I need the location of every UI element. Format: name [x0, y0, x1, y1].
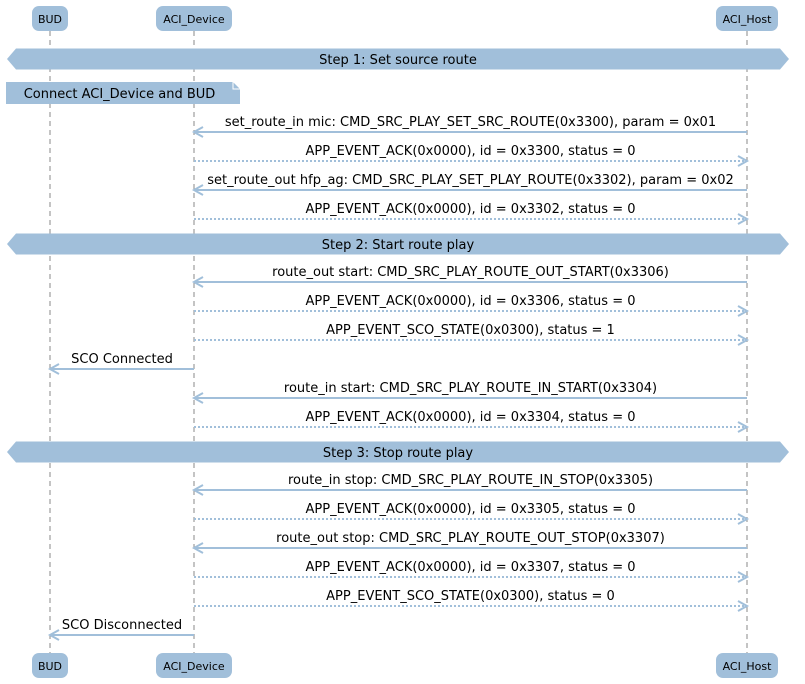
- step-divider-label: Step 1: Set source route: [319, 53, 477, 68]
- message-arrow: set_route_out hfp_ag: CMD_SRC_PLAY_SET_P…: [191, 173, 747, 196]
- message-label: route_out start: CMD_SRC_PLAY_ROUTE_OUT_…: [272, 265, 669, 280]
- participant-label: BUD: [38, 660, 62, 673]
- message-arrow: APP_EVENT_ACK(0x0000), id = 0x3300, stat…: [194, 144, 750, 167]
- participant-label: ACI_Device: [163, 660, 225, 673]
- note: Connect ACI_Device and BUD: [6, 82, 240, 104]
- message-label: set_route_in mic: CMD_SRC_PLAY_SET_SRC_R…: [225, 115, 716, 130]
- message-label: APP_EVENT_ACK(0x0000), id = 0x3307, stat…: [306, 560, 636, 575]
- participant-top-aci_device: ACI_Device: [156, 6, 232, 31]
- message-label: set_route_out hfp_ag: CMD_SRC_PLAY_SET_P…: [207, 173, 734, 188]
- message-label: route_in stop: CMD_SRC_PLAY_ROUTE_IN_STO…: [288, 473, 653, 488]
- participant-label: ACI_Host: [723, 13, 772, 26]
- step-divider: Step 2: Start route play: [7, 233, 789, 255]
- message-arrow: APP_EVENT_ACK(0x0000), id = 0x3306, stat…: [194, 294, 750, 317]
- message-arrow: APP_EVENT_ACK(0x0000), id = 0x3302, stat…: [194, 202, 750, 225]
- message-label: APP_EVENT_ACK(0x0000), id = 0x3306, stat…: [306, 294, 636, 309]
- participant-top-bud: BUD: [32, 6, 68, 31]
- participant-top-aci_host: ACI_Host: [716, 6, 778, 31]
- message-label: APP_EVENT_SCO_STATE(0x0300), status = 1: [326, 323, 615, 338]
- participant-bottom-aci_device: ACI_Device: [156, 653, 232, 678]
- message-label: APP_EVENT_ACK(0x0000), id = 0x3300, stat…: [306, 144, 636, 159]
- step-divider-label: Step 3: Stop route play: [323, 446, 474, 461]
- message-arrow: route_in stop: CMD_SRC_PLAY_ROUTE_IN_STO…: [191, 473, 747, 496]
- message-label: route_out stop: CMD_SRC_PLAY_ROUTE_OUT_S…: [276, 531, 665, 546]
- participant-label: ACI_Host: [723, 660, 772, 673]
- message-arrow: APP_EVENT_ACK(0x0000), id = 0x3304, stat…: [194, 410, 750, 433]
- participant-bottom-aci_host: ACI_Host: [716, 653, 778, 678]
- message-label: SCO Disconnected: [62, 618, 182, 633]
- step-divider-label: Step 2: Start route play: [322, 238, 475, 253]
- step-divider: Step 3: Stop route play: [7, 441, 789, 463]
- message-label: SCO Connected: [71, 352, 173, 367]
- participant-bottom-bud: BUD: [32, 653, 68, 678]
- message-label: APP_EVENT_SCO_STATE(0x0300), status = 0: [326, 589, 615, 604]
- participant-label: ACI_Device: [163, 13, 225, 26]
- note-label: Connect ACI_Device and BUD: [24, 87, 216, 102]
- message-arrow: SCO Connected: [47, 352, 194, 375]
- step-divider: Step 1: Set source route: [7, 48, 789, 70]
- message-arrow: SCO Disconnected: [47, 618, 194, 641]
- message-arrow: route_in start: CMD_SRC_PLAY_ROUTE_IN_ST…: [191, 381, 747, 404]
- message-label: APP_EVENT_ACK(0x0000), id = 0x3302, stat…: [306, 202, 636, 217]
- message-arrow: APP_EVENT_SCO_STATE(0x0300), status = 0: [194, 589, 750, 612]
- message-arrow: APP_EVENT_SCO_STATE(0x0300), status = 1: [194, 323, 750, 346]
- message-arrow: APP_EVENT_ACK(0x0000), id = 0x3307, stat…: [194, 560, 750, 583]
- message-arrow: APP_EVENT_ACK(0x0000), id = 0x3305, stat…: [194, 502, 750, 525]
- message-arrow: route_out start: CMD_SRC_PLAY_ROUTE_OUT_…: [191, 265, 747, 288]
- message-arrow: set_route_in mic: CMD_SRC_PLAY_SET_SRC_R…: [191, 115, 747, 138]
- message-arrow: route_out stop: CMD_SRC_PLAY_ROUTE_OUT_S…: [191, 531, 747, 554]
- message-label: APP_EVENT_ACK(0x0000), id = 0x3305, stat…: [306, 502, 636, 517]
- message-label: APP_EVENT_ACK(0x0000), id = 0x3304, stat…: [306, 410, 636, 425]
- participant-label: BUD: [38, 13, 62, 26]
- message-label: route_in start: CMD_SRC_PLAY_ROUTE_IN_ST…: [284, 381, 657, 396]
